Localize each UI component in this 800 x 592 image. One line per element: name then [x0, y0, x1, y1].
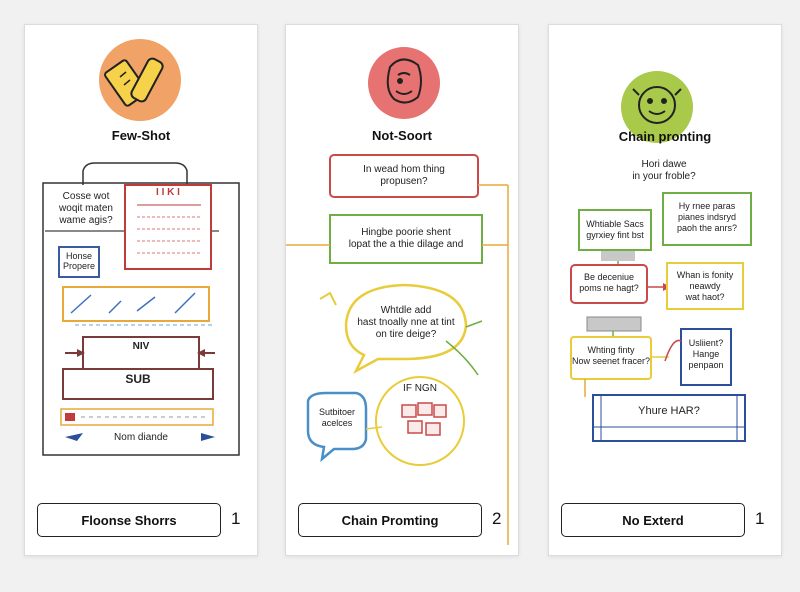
result-text: Yhure HAR? [638, 405, 700, 417]
side-bubble-text: Sutbitoer acelces [318, 407, 356, 428]
question-box [329, 154, 479, 198]
side-box-text: Honse Propere [62, 251, 96, 271]
step-a-box [578, 209, 652, 251]
step-box [329, 214, 483, 264]
answer-box[interactable]: Floonse Shorrs [37, 503, 221, 537]
answer-box[interactable]: No Exterd [561, 503, 745, 537]
question-text: In wead hom thing propusen? [363, 164, 445, 187]
example-row-box [62, 286, 210, 322]
bubble-text: Whtdle add hast tnoally nne at tint on t… [357, 305, 455, 340]
panel-few-shot: Few-Shot Cosse wot woqit maten wame agis… [24, 24, 258, 556]
thought-bubble [344, 283, 468, 375]
note-mid [666, 262, 744, 310]
header-box-text: I I K I [156, 187, 180, 198]
step-c-box [570, 336, 652, 380]
pencil-ruler-icon [104, 57, 164, 107]
note-top [662, 192, 752, 246]
side-bubble [306, 391, 368, 463]
panel-not-soort: Not-Soort In wead hom thing propusen? Hi… [285, 24, 519, 556]
chain-pronting-illustration [570, 71, 752, 442]
callout-text: Usliient? Hange penpaon [688, 338, 724, 370]
left-arrow-icon [65, 433, 83, 441]
note-top-text: Hy rnee paras pianes indsryd paoh the an… [676, 201, 738, 233]
answer-box[interactable]: Chain Promting [298, 503, 482, 537]
result-box [592, 394, 746, 442]
panel-number: 1 [755, 509, 765, 528]
niv-label: NIV [132, 341, 150, 352]
callout-box [680, 328, 732, 386]
clipboard-clip [82, 162, 188, 185]
right-arrow-icon [201, 433, 215, 441]
clipboard-board [42, 182, 240, 456]
icon-circle [621, 71, 693, 143]
step-b-box [570, 264, 648, 304]
step-c-text: Whting finty Now seenet fracer? [571, 345, 651, 366]
few-shot-illustration [42, 39, 240, 456]
icon-circle [368, 47, 440, 119]
note-mid-text: Whan is fonity neawdy wat haot? [676, 270, 734, 302]
panel-title: Not-Soort [372, 128, 432, 143]
not-soort-illustration [286, 47, 509, 545]
example-header-box [124, 184, 212, 270]
sub-label: SUB [125, 372, 151, 386]
side-example-box [58, 246, 100, 278]
grid-icon [401, 402, 447, 436]
panel-chain-pronting: Chain pronting Hori dawe in your froble?… [548, 24, 782, 556]
sub-box [62, 368, 214, 400]
step-b-text: Be deceniue poms ne hagt? [579, 272, 639, 293]
grid-label: IF NGN [403, 383, 437, 394]
panel-number: 1 [231, 509, 241, 528]
step-a-text: Whtiable Sacs gyrxiey fint bst [586, 219, 644, 240]
panel-number: 2 [492, 509, 502, 528]
panel-title: Chain pronting [618, 129, 712, 144]
panel-title: Few-Shot [111, 128, 171, 143]
face-icon [386, 58, 422, 104]
question-text: Cosse wot woqit maten wame agis? [59, 191, 113, 226]
smiley-icon [632, 86, 682, 124]
question-text: Hori dawe in your froble? [632, 159, 696, 182]
footer-text: Nom diande [114, 432, 168, 443]
step-text: Hingbe poorie shent lopat the a thie dil… [348, 227, 464, 250]
